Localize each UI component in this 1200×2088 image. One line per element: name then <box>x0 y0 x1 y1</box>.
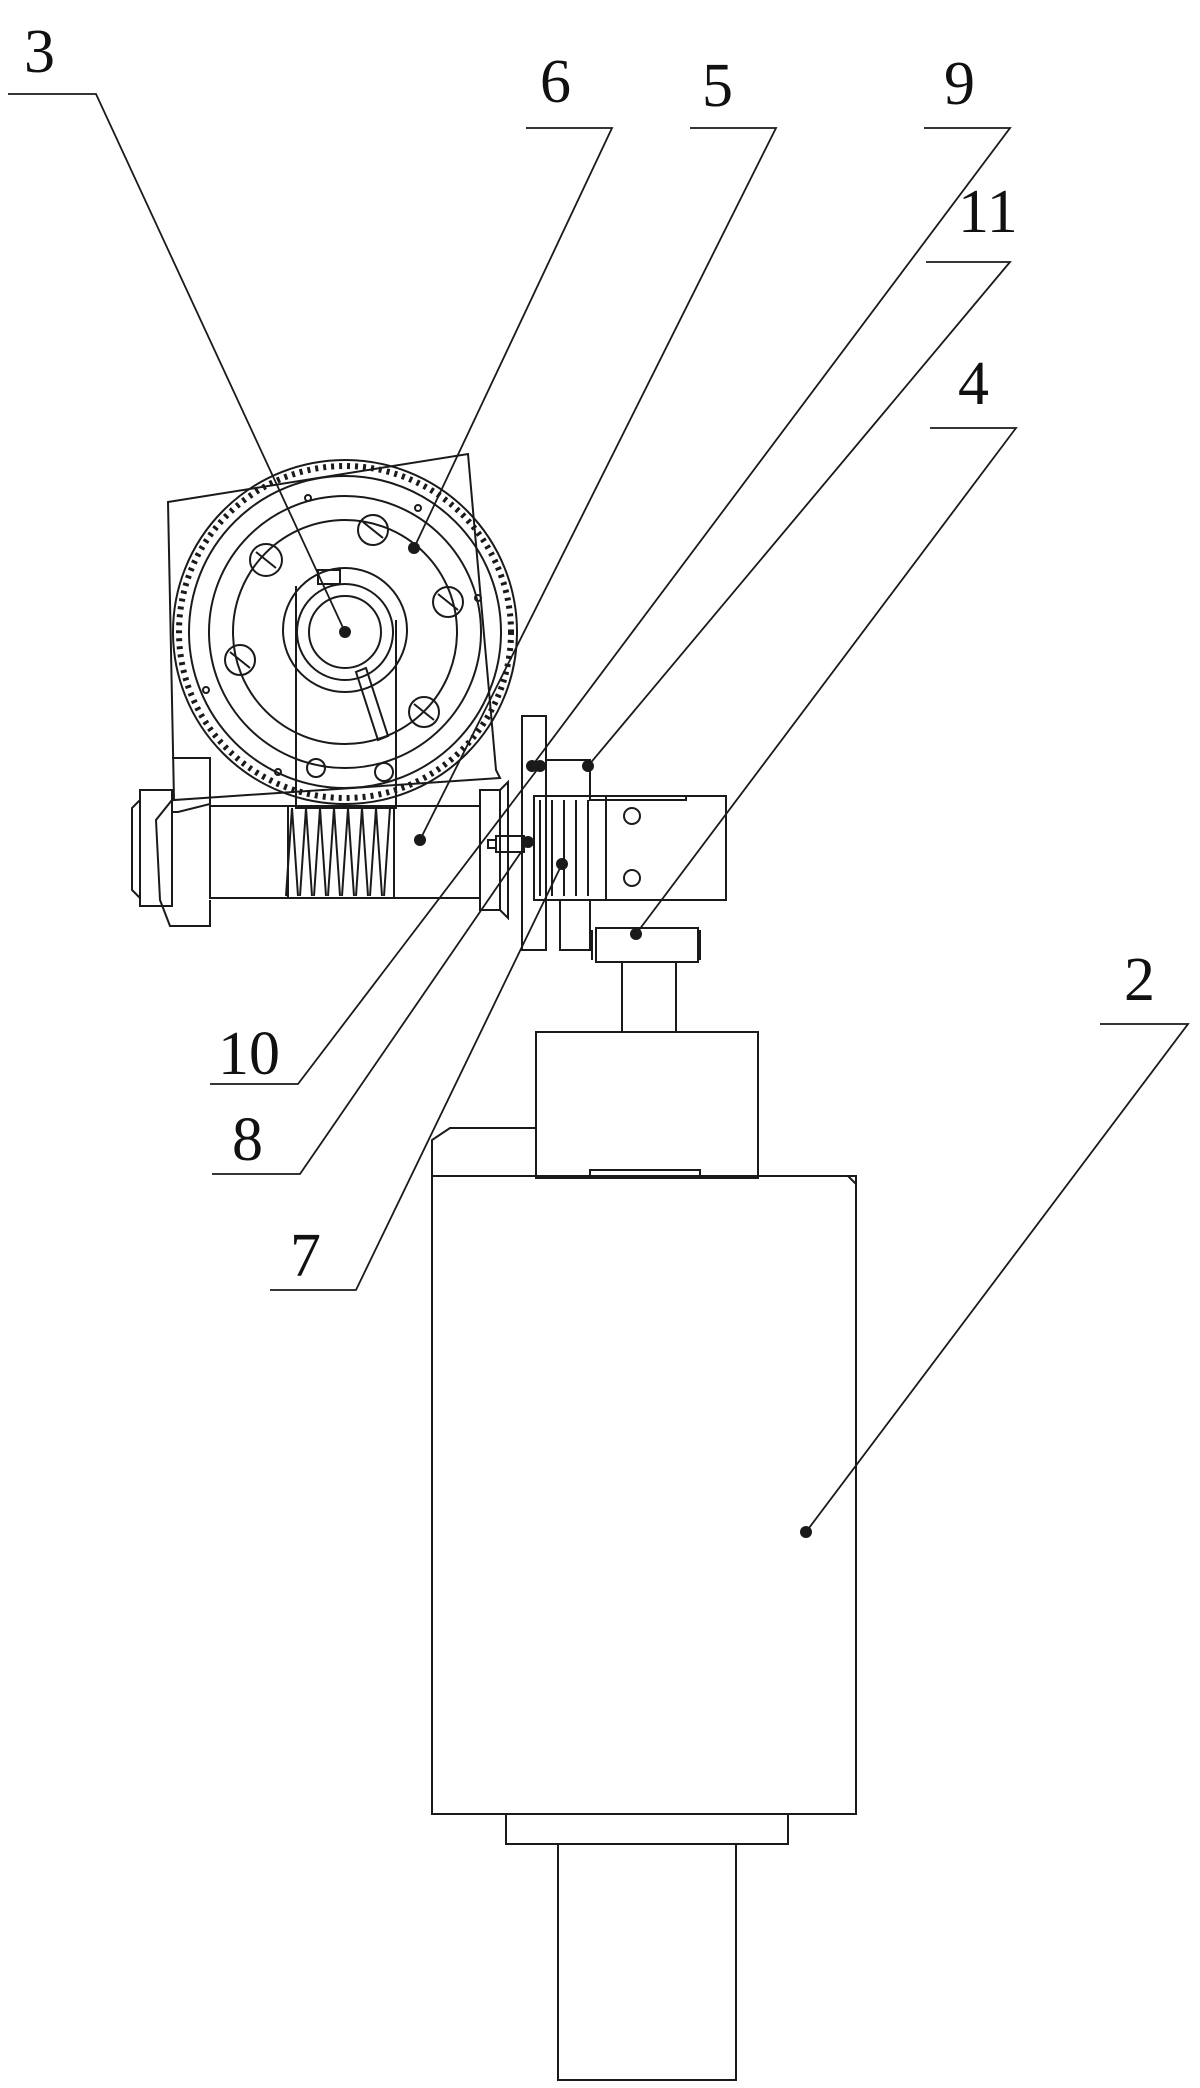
label-9: 9 <box>944 50 975 118</box>
leader-lines <box>8 93 1190 1533</box>
pulley-assembly <box>487 715 727 951</box>
label-4: 4 <box>958 350 989 418</box>
label-8: 8 <box>232 1106 263 1174</box>
coupling <box>591 927 701 1033</box>
label-2: 2 <box>1124 946 1155 1014</box>
label-11: 11 <box>958 178 1018 246</box>
worm-shaft <box>131 757 509 927</box>
gear-housing <box>166 452 518 805</box>
motor-housing <box>431 1031 857 2081</box>
label-3: 3 <box>24 18 55 86</box>
label-7: 7 <box>290 1222 321 1290</box>
label-6: 6 <box>540 48 571 116</box>
label-10: 10 <box>218 1020 280 1088</box>
label-5: 5 <box>702 52 733 120</box>
pointer-dots <box>339 542 812 1538</box>
hub-bracket <box>295 586 397 809</box>
reference-numerals: 3 6 5 9 11 4 2 10 8 7 <box>24 18 1155 1290</box>
